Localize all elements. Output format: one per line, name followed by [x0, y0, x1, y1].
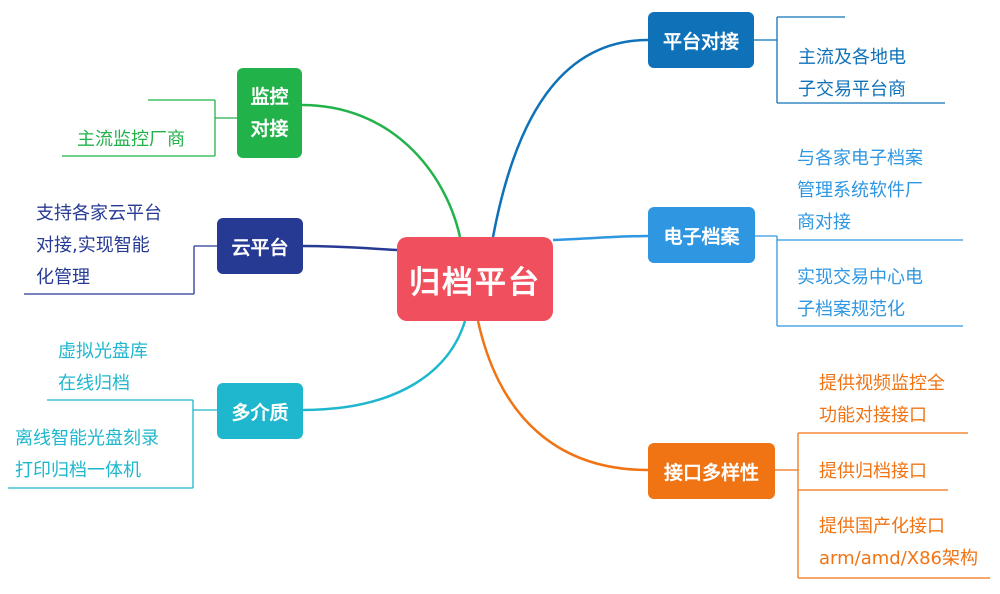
- leaf-platform-1: 主流及各地电 子交易平台商: [798, 42, 906, 106]
- connector-platform: [491, 38, 649, 238]
- leaf-line: 管理系统软件厂: [797, 180, 923, 201]
- connector-cloud: [301, 244, 398, 252]
- bracket-interface: [775, 432, 990, 579]
- leaf-line: 打印归档一体机: [15, 460, 141, 481]
- leaf-line: 子档案规范化: [797, 299, 905, 320]
- branch-monitor-node[interactable]: 监控 对接: [237, 68, 302, 158]
- leaf-line: 主流及各地电: [798, 47, 906, 68]
- leaf-line: 在线归档: [58, 373, 130, 394]
- leaf-line: arm/amd/X86架构: [819, 548, 979, 569]
- leaf-line: 实现交易中心电: [797, 267, 923, 288]
- center-node-label: 归档平台: [409, 264, 541, 301]
- bracket-media: [8, 399, 217, 489]
- bracket-platform: [754, 16, 945, 104]
- leaf-line: 主流监控厂商: [77, 129, 185, 150]
- leaf-line: 提供归档接口: [819, 461, 927, 482]
- branch-media-label: 多介质: [231, 401, 289, 424]
- leaf-line: 虚拟光盘库: [58, 341, 148, 362]
- branch-platform-label: 平台对接: [662, 30, 739, 53]
- branch-cloud-label: 云平台: [231, 236, 289, 259]
- branch-interface-node[interactable]: 接口多样性: [648, 443, 775, 499]
- connector-interface: [476, 320, 649, 472]
- leaf-media-1: 虚拟光盘库 在线归档: [58, 336, 148, 400]
- bracket-cloud: [24, 245, 217, 295]
- connector-media: [301, 320, 467, 412]
- center-node[interactable]: 归档平台: [397, 237, 553, 321]
- leaf-earchive-2: 实现交易中心电 子档案规范化: [797, 262, 923, 326]
- bracket-earchive: [755, 235, 963, 327]
- bracket-monitor: [62, 99, 237, 157]
- leaf-line: 子交易平台商: [798, 79, 906, 100]
- leaf-line: 支持各家云平台: [36, 203, 162, 224]
- leaf-line: 化管理: [36, 267, 90, 288]
- branch-interface-label: 接口多样性: [663, 461, 759, 484]
- branch-platform-node[interactable]: 平台对接: [648, 12, 754, 68]
- leaf-interface-3: 提供国产化接口 arm/amd/X86架构: [819, 511, 978, 575]
- leaf-line: 商对接: [797, 212, 851, 233]
- leaf-monitor-1: 主流监控厂商: [77, 124, 185, 156]
- connector-monitor: [301, 103, 462, 238]
- leaf-line: 功能对接接口: [819, 405, 927, 426]
- leaf-line: 离线智能光盘刻录: [15, 428, 159, 449]
- branch-media-node[interactable]: 多介质: [217, 383, 303, 439]
- leaf-line: 对接,实现智能: [36, 235, 150, 256]
- leaf-interface-2: 提供归档接口: [819, 456, 927, 488]
- leaf-line: 提供视频监控全: [819, 373, 945, 394]
- branch-earchive-node[interactable]: 电子档案: [648, 207, 755, 263]
- branch-monitor-label-line: 对接: [250, 118, 289, 140]
- branch-cloud-node[interactable]: 云平台: [217, 218, 303, 274]
- leaf-interface-1: 提供视频监控全 功能对接接口: [819, 368, 945, 432]
- leaf-earchive-1: 与各家电子档案 管理系统软件厂 商对接: [797, 143, 923, 239]
- connector-earchive: [552, 234, 649, 242]
- leaf-line: 与各家电子档案: [797, 148, 923, 169]
- leaf-line: 提供国产化接口: [819, 516, 945, 537]
- branch-earchive-label: 电子档案: [663, 225, 740, 248]
- leaf-media-2: 离线智能光盘刻录 打印归档一体机: [15, 423, 159, 487]
- branch-monitor-label-line: 监控: [250, 86, 289, 108]
- leaf-cloud-1: 支持各家云平台 对接,实现智能 化管理: [36, 198, 162, 294]
